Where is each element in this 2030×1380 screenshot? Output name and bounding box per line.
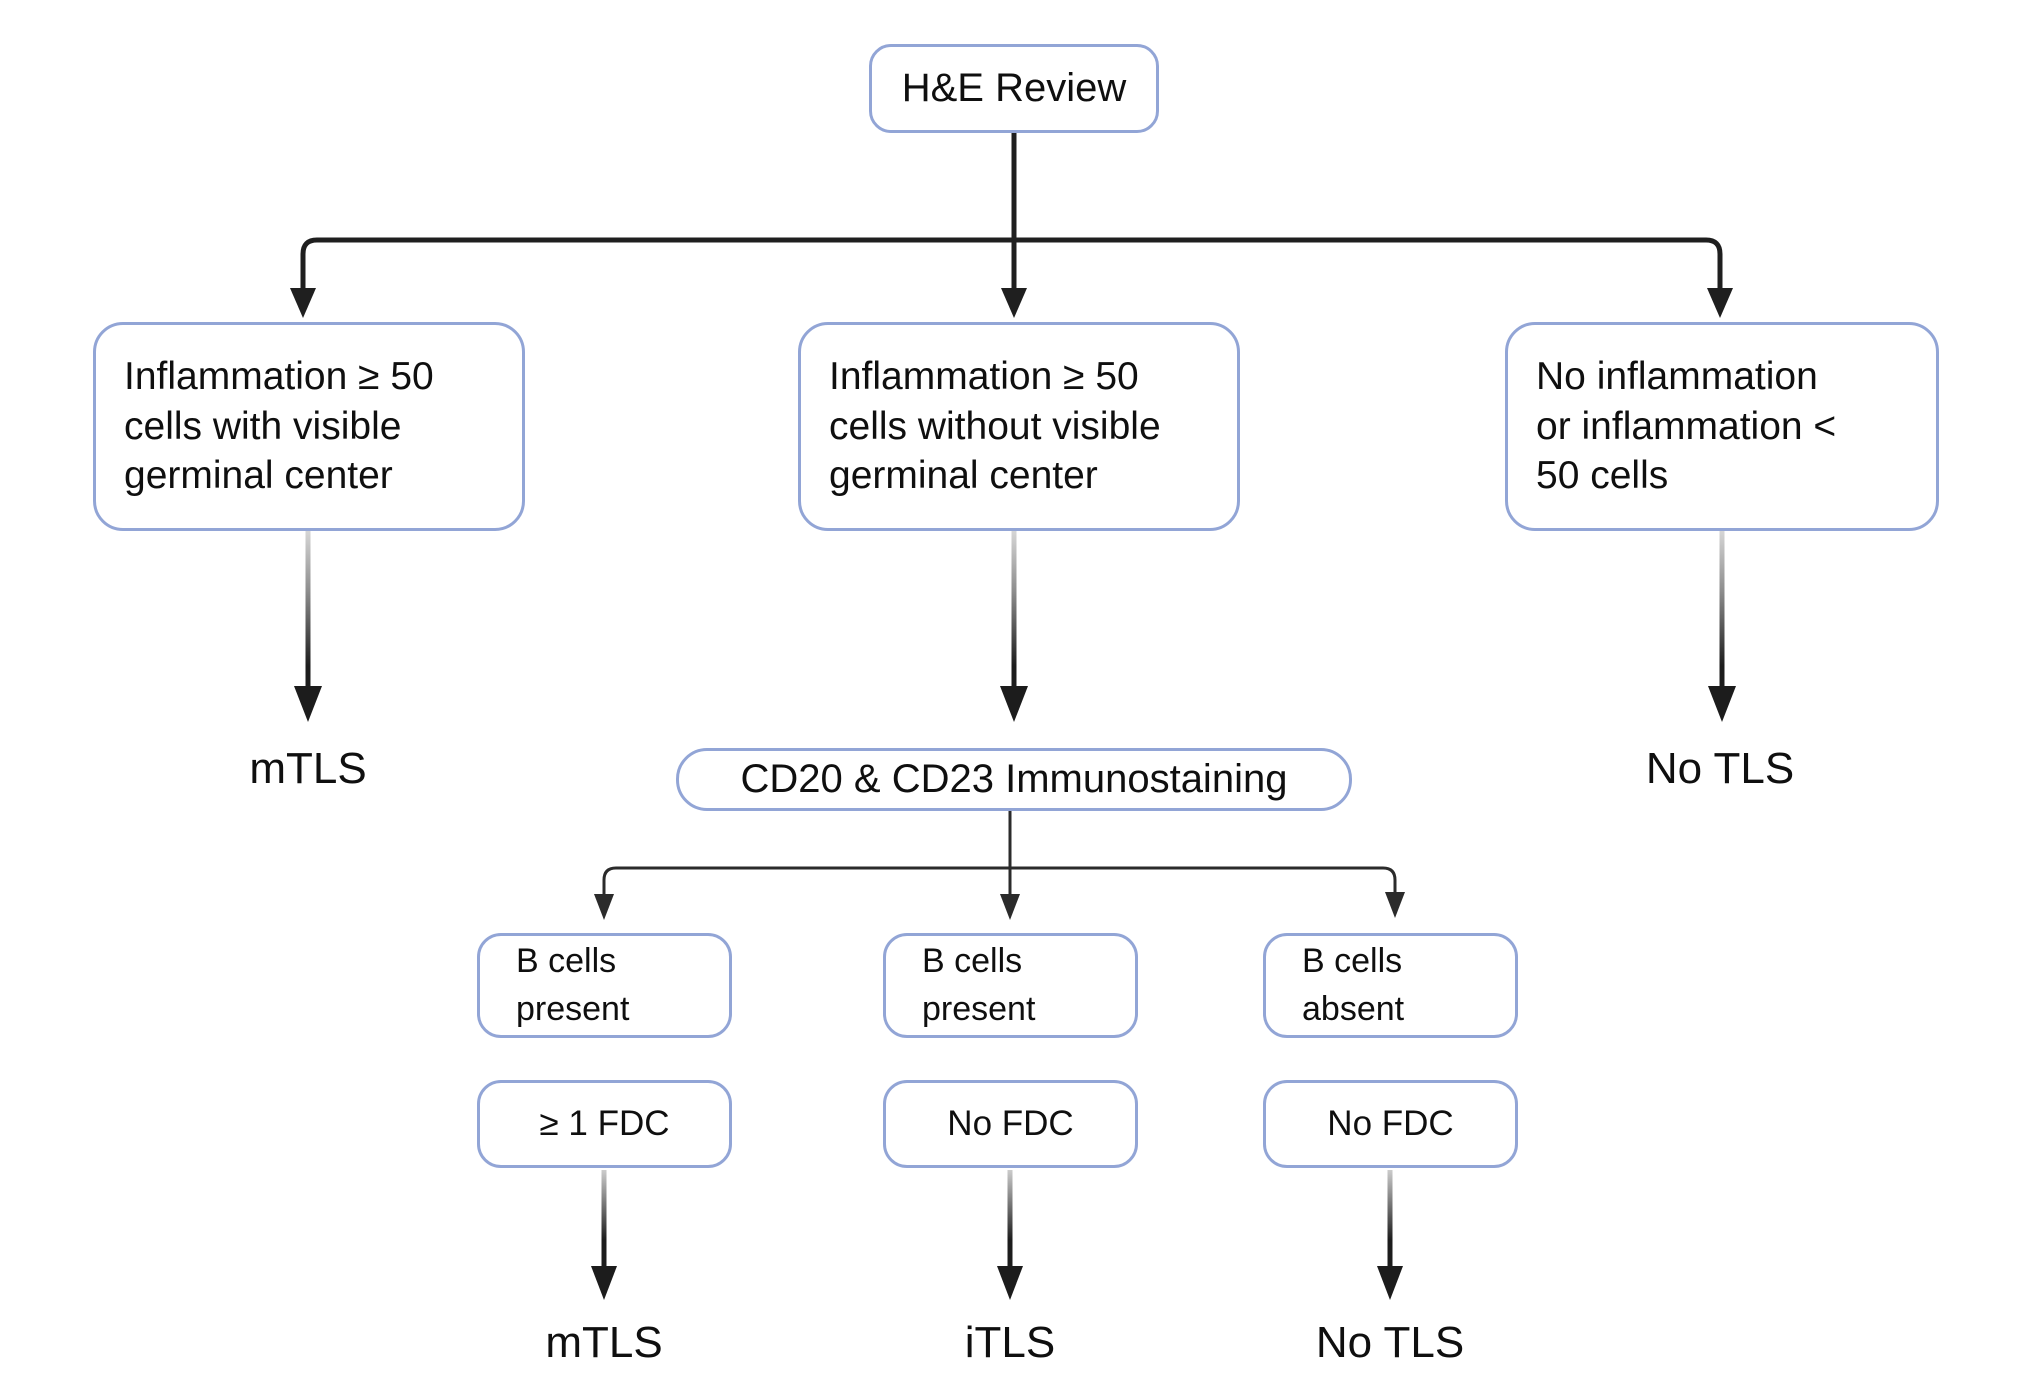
- arrowhead-fdc3: [1377, 1266, 1403, 1300]
- node-inflammation-without-gc: Inflammation ≥ 50 cells without visible …: [798, 322, 1240, 531]
- outcome-mtls-bottom: mTLS: [545, 1318, 663, 1367]
- node-bcells-present-1: B cells present: [477, 933, 732, 1038]
- node-bcells-absent: B cells absent: [1263, 933, 1518, 1038]
- node-no-inflammation: No inflammation or inflammation < 50 cel…: [1505, 322, 1939, 531]
- connector-sub-branch: [602, 866, 1397, 894]
- arrowhead-left-mtls: [294, 686, 322, 722]
- node-bcells-present-2: B cells present: [883, 933, 1138, 1038]
- outcome-mtls-left: mTLS: [249, 744, 367, 793]
- arrowhead-branch-mid: [1001, 288, 1027, 318]
- arrowhead-sub-mid: [1000, 894, 1020, 920]
- arrowhead-branch-right: [1707, 288, 1733, 318]
- node-inflammation-with-gc: Inflammation ≥ 50 cells with visible ger…: [93, 322, 525, 531]
- arrowhead-fdc1: [591, 1266, 617, 1300]
- node-ge-1-fdc: ≥ 1 FDC: [477, 1080, 732, 1168]
- outcome-no-tls-bottom: No TLS: [1315, 1318, 1465, 1367]
- arrowhead-sub-right: [1385, 892, 1405, 918]
- arrowhead-branch-left: [290, 288, 316, 318]
- node-no-fdc-mid: No FDC: [883, 1080, 1138, 1168]
- arrowhead-fdc2: [997, 1266, 1023, 1300]
- arrowhead-right-notls: [1708, 686, 1736, 722]
- arrowhead-sub-left: [594, 894, 614, 920]
- node-no-fdc-right: No FDC: [1263, 1080, 1518, 1168]
- outcome-itls-bottom: iTLS: [964, 1318, 1056, 1367]
- connector-top-branch: [300, 237, 1723, 290]
- node-he-review: H&E Review: [869, 44, 1159, 133]
- node-cd20-cd23-immunostaining: CD20 & CD23 Immunostaining: [676, 748, 1352, 811]
- outcome-no-tls-right: No TLS: [1645, 744, 1795, 793]
- arrowhead-mid-immuno: [1000, 686, 1028, 722]
